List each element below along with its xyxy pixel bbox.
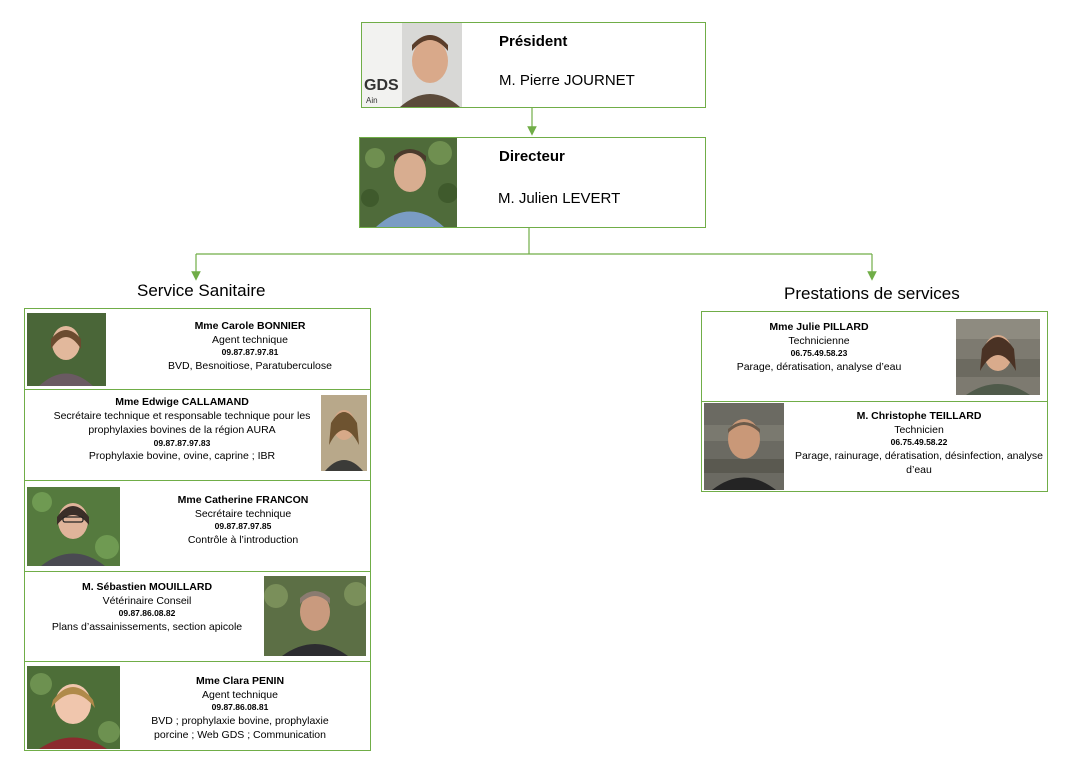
gds-logo-subtext: Ain: [366, 96, 378, 105]
member-phone: 06.75.49.58.22: [890, 437, 948, 448]
member-photo: [704, 403, 784, 490]
member-photo: [27, 313, 106, 386]
member-title: Secrétaire technique et responsable tech…: [53, 410, 311, 437]
member-name: Mme Julie PILLARD: [769, 321, 869, 333]
member-photo: [27, 487, 120, 566]
member-info: Mme Carole BONNIER Agent technique 09.87…: [135, 319, 365, 373]
member-duties: Prophylaxie bovine, ovine, caprine ; IBR: [88, 449, 276, 462]
service-sanitaire-title: Service Sanitaire: [137, 281, 266, 300]
director-name: M. Julien LEVERT: [498, 190, 621, 207]
member-name: M. Christophe TEILLARD: [856, 410, 982, 422]
president-name: M. Pierre JOURNET: [499, 72, 635, 89]
member-duties: Plans d’assainissements, section apicole: [51, 620, 243, 633]
prestations-title: Prestations de services: [784, 284, 960, 303]
member-photo: [264, 576, 366, 656]
member-card: Mme Clara PENIN Agent technique 09.87.86…: [25, 661, 370, 750]
member-card: Mme Carole BONNIER Agent technique 09.87…: [25, 309, 370, 389]
director-photo: [360, 138, 457, 227]
member-info: M. Sébastien MOUILLARD Vétérinaire Conse…: [37, 580, 257, 634]
member-photo: [27, 666, 120, 749]
member-card: M. Sébastien MOUILLARD Vétérinaire Conse…: [25, 571, 370, 661]
member-photo: [956, 319, 1040, 395]
member-title: Vétérinaire Conseil: [102, 595, 192, 608]
member-card: Mme Catherine FRANCON Secrétaire techniq…: [25, 480, 370, 571]
member-name: M. Sébastien MOUILLARD: [81, 581, 213, 593]
member-card: Mme Edwige CALLAMAND Secrétaire techniqu…: [25, 389, 370, 480]
member-name: Mme Clara PENIN: [195, 675, 285, 687]
member-info: Mme Clara PENIN Agent technique 09.87.86…: [140, 674, 340, 742]
member-info: Mme Edwige CALLAMAND Secrétaire techniqu…: [37, 395, 327, 463]
gds-logo-text: GDS: [364, 77, 399, 94]
service-sanitaire-box: Mme Carole BONNIER Agent technique 09.87…: [24, 308, 371, 751]
member-duties: BVD, Besnoitiose, Paratuberculose: [167, 359, 332, 372]
member-info: Mme Julie PILLARD Technicienne 06.75.49.…: [714, 320, 924, 374]
member-title: Technicien: [894, 424, 944, 437]
member-duties: Parage, dératisation, analyse d’eau: [736, 360, 902, 373]
president-role: Président: [499, 33, 568, 50]
director-box: Directeur M. Julien LEVERT: [359, 137, 706, 228]
member-title: Agent technique: [212, 334, 288, 347]
member-phone: 09.87.87.97.81: [221, 347, 279, 358]
member-name: Mme Edwige CALLAMAND: [115, 396, 249, 408]
member-phone: 09.87.87.97.85: [214, 521, 272, 532]
member-name: Mme Catherine FRANCON: [177, 494, 309, 506]
member-title: Agent technique: [202, 689, 278, 702]
director-role: Directeur: [499, 148, 565, 165]
member-info: Mme Catherine FRANCON Secrétaire techniq…: [143, 493, 343, 547]
member-title: Secrétaire technique: [194, 508, 292, 521]
member-card: Mme Julie PILLARD Technicienne 06.75.49.…: [702, 312, 1047, 401]
member-duties: BVD ; prophylaxie bovine, prophylaxie po…: [151, 714, 329, 741]
member-title: Technicienne: [788, 335, 850, 348]
member-card: M. Christophe TEILLARD Technicien 06.75.…: [702, 401, 1047, 491]
member-duties: Contrôle à l’introduction: [187, 533, 299, 546]
member-info: M. Christophe TEILLARD Technicien 06.75.…: [794, 409, 1044, 477]
member-photo: [321, 395, 367, 471]
member-name: Mme Carole BONNIER: [194, 320, 306, 332]
president-photo: GDS Ain: [362, 23, 462, 107]
member-phone: 09.87.86.08.82: [118, 608, 176, 619]
member-phone: 06.75.49.58.23: [790, 348, 848, 359]
president-box: GDS Ain Président M. Pierre JOURNET: [361, 22, 706, 108]
member-phone: 09.87.87.97.83: [153, 437, 211, 448]
member-duties: Parage, rainurage, dératisation, désinfe…: [794, 449, 1044, 476]
prestations-box: Mme Julie PILLARD Technicienne 06.75.49.…: [701, 311, 1048, 492]
member-phone: 09.87.86.08.81: [211, 702, 269, 713]
